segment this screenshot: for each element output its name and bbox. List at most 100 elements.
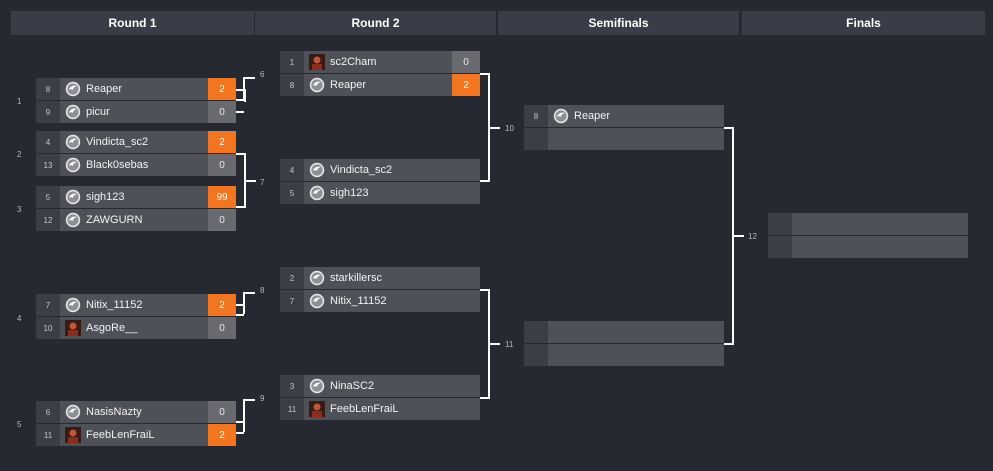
score-box: 0 bbox=[208, 101, 236, 123]
seed-number: 7 bbox=[36, 294, 60, 316]
match-number: 8 bbox=[260, 286, 265, 295]
empty-avatar bbox=[553, 347, 569, 363]
score-box: 0 bbox=[208, 401, 236, 423]
bracket-connector bbox=[488, 127, 500, 129]
seed-number: 4 bbox=[280, 159, 304, 181]
seed-number: 3 bbox=[280, 375, 304, 397]
seed-number: 7 bbox=[280, 290, 304, 312]
player-row[interactable] bbox=[524, 321, 724, 343]
player-name: Vindicta_sc2 bbox=[330, 164, 393, 176]
player-row[interactable] bbox=[768, 213, 968, 235]
bracket-connector bbox=[732, 235, 744, 237]
score-box: 2 bbox=[452, 74, 480, 96]
player-name: NasisNazty bbox=[86, 406, 142, 418]
player-avatar-icon bbox=[309, 401, 325, 417]
empty-avatar bbox=[797, 216, 813, 232]
bracket-connector bbox=[244, 89, 246, 102]
round-header-1: Round 1 bbox=[11, 11, 254, 35]
player-name: AsgoRe__ bbox=[86, 322, 138, 334]
sc2-logo-icon bbox=[65, 157, 81, 173]
seed-number: 11 bbox=[36, 424, 60, 446]
seed-number bbox=[524, 128, 548, 150]
player-avatar-icon bbox=[309, 54, 325, 70]
sc2-logo-icon bbox=[65, 297, 81, 313]
score-box: 0 bbox=[452, 51, 480, 73]
match-number: 6 bbox=[260, 70, 265, 79]
match-number: 7 bbox=[260, 178, 265, 187]
player-row[interactable] bbox=[524, 344, 724, 366]
score-box: 2 bbox=[208, 131, 236, 153]
match-number: 1 bbox=[17, 97, 22, 106]
player-name: Reaper bbox=[574, 110, 611, 122]
player-row[interactable] bbox=[524, 128, 724, 150]
match-number: 10 bbox=[505, 124, 514, 133]
score-box: 0 bbox=[208, 317, 236, 339]
bracket-connector bbox=[488, 343, 500, 345]
bracket-connector bbox=[236, 99, 244, 101]
player-row[interactable]: 7 Nitix_11152 2 bbox=[36, 294, 236, 316]
bracket-connector bbox=[236, 153, 244, 155]
player-name: Nitix_11152 bbox=[330, 295, 387, 307]
bracket-connector bbox=[236, 89, 244, 91]
match-number: 5 bbox=[17, 420, 22, 429]
bracket-connector bbox=[243, 399, 255, 401]
sc2-logo-icon bbox=[309, 77, 325, 93]
player-row[interactable] bbox=[768, 236, 968, 258]
seed-number: 1 bbox=[280, 51, 304, 73]
match-12[interactable] bbox=[768, 213, 968, 259]
bracket-connector bbox=[236, 421, 244, 423]
sc2-logo-icon bbox=[65, 212, 81, 228]
seed-number: 2 bbox=[280, 267, 304, 289]
match-number: 3 bbox=[17, 205, 22, 214]
bracket-connector bbox=[480, 397, 488, 399]
match-number: 12 bbox=[748, 232, 757, 241]
round-header-3: Semifinals bbox=[498, 11, 739, 35]
seed-number: 8 bbox=[280, 74, 304, 96]
player-row[interactable]: 4 Vindicta_sc2 bbox=[280, 159, 480, 181]
sc2-logo-icon bbox=[309, 270, 325, 286]
player-row[interactable]: 7 Nitix_11152 bbox=[280, 290, 480, 312]
match-number: 11 bbox=[505, 340, 514, 349]
player-name: FeebLenFraiL bbox=[330, 403, 399, 415]
match-number: 9 bbox=[260, 394, 265, 403]
seed-number bbox=[768, 236, 792, 258]
sc2-logo-icon bbox=[309, 378, 325, 394]
sc2-logo-icon bbox=[309, 185, 325, 201]
player-avatar-icon bbox=[65, 320, 81, 336]
empty-avatar bbox=[797, 239, 813, 255]
player-name: Vindicta_sc2 bbox=[86, 136, 149, 148]
match-number: 4 bbox=[17, 314, 22, 323]
match-11[interactable] bbox=[524, 321, 724, 367]
seed-number: 13 bbox=[36, 154, 60, 176]
score-box: 2 bbox=[208, 294, 236, 316]
bracket-connector bbox=[480, 73, 488, 75]
bracket-connector bbox=[480, 180, 488, 182]
player-name: Nitix_11152 bbox=[86, 299, 143, 311]
